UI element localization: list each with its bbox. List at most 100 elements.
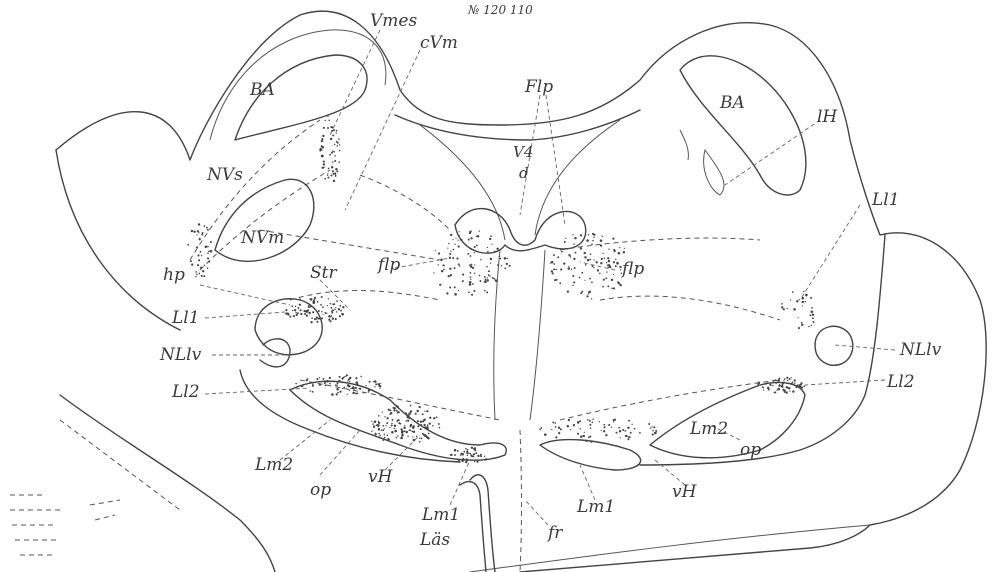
stipple-dot [407,419,409,421]
stipple-dot [318,310,320,312]
stipple-dot [608,424,610,426]
stipple-dot [202,270,204,272]
stipple-dot [203,275,205,277]
stipple-dot [339,309,340,310]
stipple-dot [322,306,324,308]
stipple-dot [588,436,590,438]
stipple-dot [457,239,458,240]
stipple-dot [487,279,489,281]
stipple-dot [457,450,459,452]
stipple-dot [348,378,350,380]
stipple-dot [339,144,340,145]
stipple-dot [813,314,814,315]
stipple-dot [317,321,319,323]
stipple-dot [463,451,465,453]
stipple-dot [207,267,209,269]
stipple-dot [466,452,468,454]
stipple-dot [484,456,485,457]
stipple-dot [763,389,764,390]
stipple-dot [584,252,586,254]
stipple-dot [583,435,585,437]
stipple-dot [557,256,559,258]
stipple-dot [600,262,602,264]
stipple-dot [473,453,475,455]
stipple-dot [394,428,396,430]
stipple-dot [556,269,558,271]
stipple-dot [784,391,786,393]
label-flp-left: flp [376,255,400,275]
label-las: Läs [419,530,450,550]
stipple-dot [465,461,467,463]
stipple-dot [590,428,592,430]
stipple-dot [332,170,334,172]
stipple-dot [618,427,620,429]
stipple-dot [328,120,330,122]
stipple-dot [435,250,436,251]
stipple-dot [307,303,308,304]
stipple-dot [614,419,616,421]
stipple-dot [297,312,299,314]
stipple-dot [208,261,210,263]
stipple-dot [330,307,332,309]
stipple-dot [599,273,600,274]
stipple-dot [321,311,322,312]
stipple-dot [333,129,335,131]
stipple-dot [296,314,298,316]
stipple-dot [417,425,419,427]
stipple-dot [650,427,651,428]
stipple-dot [348,385,350,387]
stipple-dot [609,266,611,268]
stipple-dot [555,422,557,424]
stipple-dot [589,259,591,261]
stipple-dot [485,279,487,281]
stipple-dot [813,321,815,323]
stipple-dot [324,382,326,384]
stipple-dot [299,298,301,300]
stipple-dot [429,417,431,419]
stipple-dot [409,425,411,427]
stipple-dot [384,437,386,439]
midline-raphe [460,430,522,572]
stipple-dot [470,248,472,250]
label-nllv-left: NLlv [159,345,202,365]
stipple-dot [394,425,396,427]
stipple-dot [584,280,585,281]
stipple-dot [801,324,803,326]
stipple-dot [440,259,443,262]
label-cvm: cVm [420,33,458,53]
stipple-dot [802,297,805,300]
stipple-dot [426,410,428,412]
stipple-dot [466,458,468,460]
stipple-dot [374,386,375,387]
stipple-dot [781,306,783,308]
stipple-dot [433,417,435,419]
stipple-dot [329,154,331,156]
stipple-dot [321,140,323,142]
stipple-dot [769,384,771,386]
stipple-dot [336,171,338,173]
stipple-dot [382,425,384,427]
stipple-dot [312,384,314,386]
stipple-dot [410,410,412,412]
stipple-dot [404,425,405,426]
stipple-dot [551,270,553,272]
stipple-dot [787,380,789,382]
stipple-dot [190,260,192,262]
stipple-dot [347,380,348,381]
stipple-dot [339,376,341,378]
stipple-dot [202,232,204,234]
stipple-dot [421,438,423,440]
stipple-dot [375,433,376,434]
stipple-dot [327,305,328,306]
stipple-dot [777,388,780,391]
stipple-dot [350,388,351,389]
stipple-dot [808,326,809,327]
stipple-dot [293,315,295,317]
stipple-dot [570,256,571,257]
stipple-dot [790,299,791,300]
stipple-dot [458,460,460,462]
stipple-dot [439,427,441,429]
stipple-dot [634,428,636,430]
stipple-dot [501,265,502,266]
stipple-dot [472,267,474,269]
